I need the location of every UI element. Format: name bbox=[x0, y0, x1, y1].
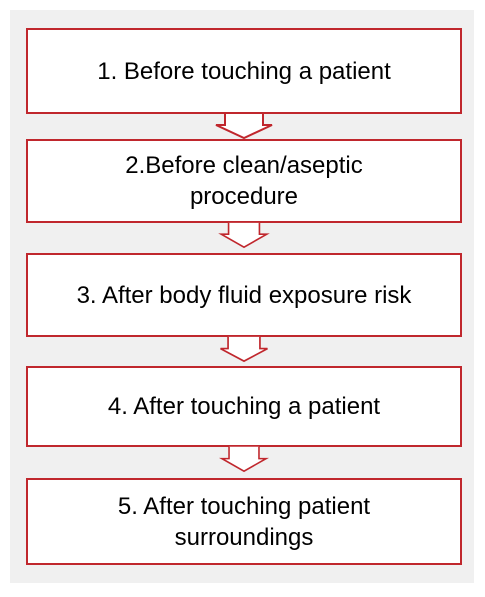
step-3-label: 3. After body fluid exposure risk bbox=[76, 281, 412, 309]
step-4-label: 4. After touching a patient bbox=[107, 393, 381, 420]
step-3-box: 3. After body fluid exposure risk bbox=[26, 253, 462, 337]
step-2-box: 2.Before clean/aseptic procedure bbox=[26, 139, 462, 223]
step-5-label: 5. After touching patient surroundings bbox=[117, 492, 371, 551]
down-arrow-icon bbox=[215, 114, 273, 140]
step-2-label: 2.Before clean/aseptic procedure bbox=[125, 152, 363, 210]
down-arrow-icon bbox=[220, 336, 268, 363]
step-1-label: 1. Before touching a patient bbox=[97, 57, 391, 85]
down-arrow-icon bbox=[218, 222, 270, 249]
step-4-box: 4. After touching a patient bbox=[26, 366, 462, 447]
step-5-box: 5. After touching patient surroundings bbox=[26, 478, 462, 565]
step-1-box: 1. Before touching a patient bbox=[26, 28, 462, 114]
down-arrow-icon bbox=[218, 446, 270, 473]
